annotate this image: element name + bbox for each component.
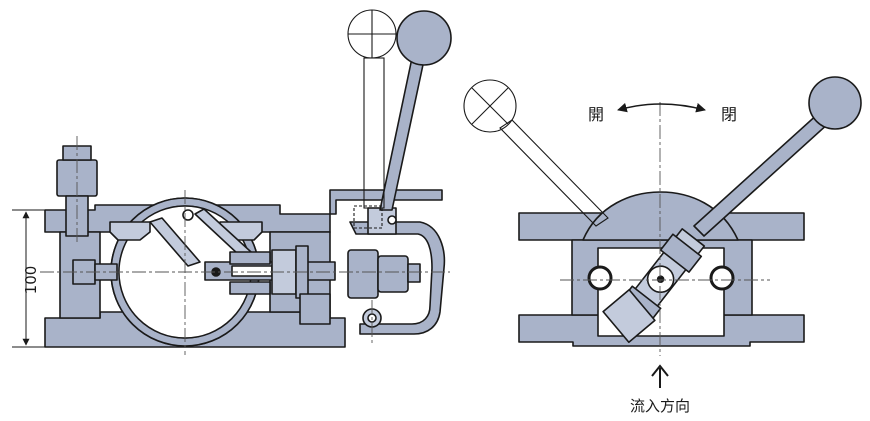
open-close-arrow (617, 102, 706, 113)
open-label: 開 (588, 105, 604, 124)
side-section-view (44, 10, 452, 348)
end-handle-ball (808, 76, 862, 130)
handle-ball (396, 10, 452, 66)
end-view (518, 76, 862, 347)
handle-lever (379, 57, 425, 211)
phantom-handle-end (463, 79, 609, 227)
stem-nut-end (377, 255, 409, 293)
phantom-handle-side (347, 9, 397, 229)
centerlines-right (560, 102, 770, 356)
flow-arrow (651, 364, 669, 388)
end-base-block (602, 288, 656, 344)
centerlines-left (40, 136, 450, 355)
disc-arm (149, 217, 201, 267)
end-bolt-left (587, 265, 613, 291)
dimension-100 (12, 209, 45, 348)
stem-end (407, 263, 421, 283)
close-label: 閉 (721, 105, 737, 124)
stem-core (231, 265, 273, 277)
end-bolt-right (709, 265, 735, 291)
flow-direction-label: 流入方向 (630, 397, 690, 415)
bearing-block (229, 251, 271, 265)
lower-bracket (299, 293, 331, 325)
yoke-arm (349, 221, 446, 335)
seat-ring-left (109, 221, 151, 241)
yoke-bracket (329, 189, 443, 215)
dimension-label: 100 (22, 266, 40, 295)
stem-nut (347, 249, 379, 299)
bearing-block-lower (229, 281, 271, 295)
